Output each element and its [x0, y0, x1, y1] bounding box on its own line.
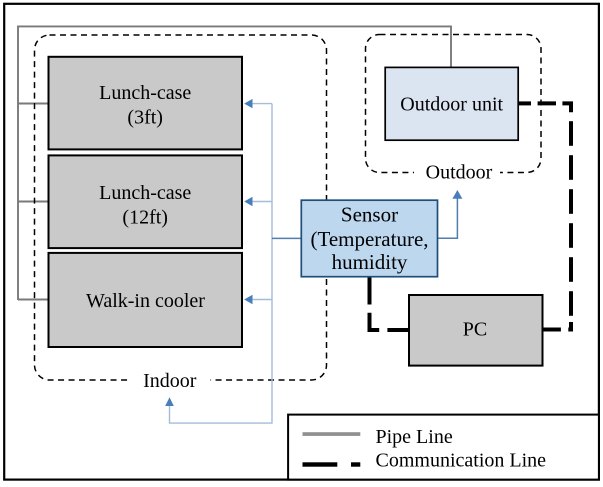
svg-text:Communication Line: Communication Line [376, 449, 547, 471]
svg-text:(3ft): (3ft) [127, 106, 163, 128]
svg-text:Outdoor unit: Outdoor unit [400, 94, 503, 116]
svg-text:Indoor: Indoor [143, 370, 197, 392]
svg-text:Lunch-case: Lunch-case [99, 82, 191, 104]
svg-text:(Temperature,: (Temperature, [310, 227, 428, 251]
svg-text:Walk-in cooler: Walk-in cooler [86, 290, 205, 312]
svg-text:Sensor: Sensor [341, 202, 398, 226]
svg-text:Lunch-case: Lunch-case [99, 182, 191, 204]
svg-text:humidity: humidity [332, 250, 408, 274]
svg-text:Outdoor: Outdoor [426, 161, 493, 183]
svg-text:PC: PC [463, 318, 487, 340]
svg-text:(12ft): (12ft) [122, 206, 168, 228]
svg-text:Pipe Line: Pipe Line [376, 426, 453, 448]
